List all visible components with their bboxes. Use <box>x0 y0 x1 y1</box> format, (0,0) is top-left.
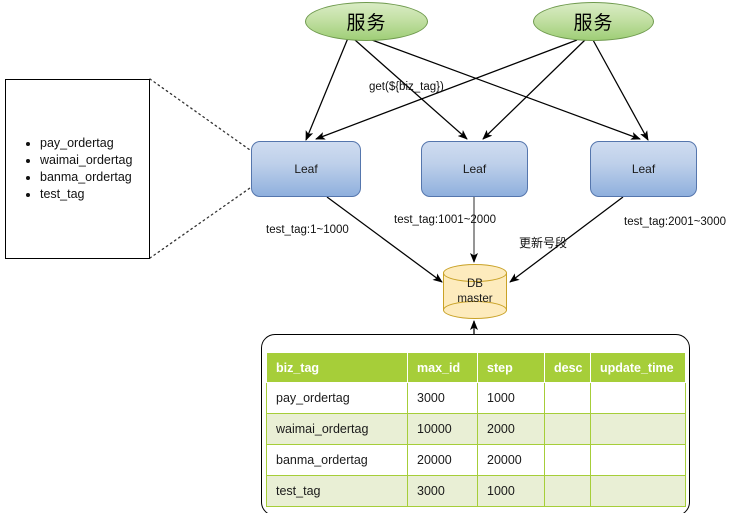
edge-label-get-call: get(${biz_tag}) <box>369 81 444 93</box>
cell-max-id: 10000 <box>407 413 478 445</box>
biz-tag-list-box: pay_ordertag waimai_ordertag banma_order… <box>5 79 150 259</box>
leaf-node-3-label: Leaf <box>631 162 656 176</box>
service-node-2-label: 服务 <box>573 13 614 34</box>
cell-desc <box>544 444 591 476</box>
table-header-update-time[interactable]: update_time <box>590 352 686 383</box>
edge-service2-leaf3 <box>592 39 649 141</box>
leaf-alloc-table: biz_tag max_id step desc update_time pay… <box>266 352 686 507</box>
db-label-line1: DB <box>467 278 483 291</box>
callout-line-bottom <box>149 187 251 259</box>
table-row[interactable]: banma_ordertag 20000 20000 <box>266 444 686 476</box>
list-item: test_tag <box>40 186 132 203</box>
cell-step: 20000 <box>477 444 545 476</box>
cell-desc <box>544 382 591 414</box>
cell-update-time <box>590 475 686 507</box>
table-header-step[interactable]: step <box>477 352 545 383</box>
edge-label-update-segment: 更新号段 <box>519 236 568 250</box>
cell-biz-tag: pay_ordertag <box>266 382 408 414</box>
table-row[interactable]: pay_ordertag 3000 1000 <box>266 382 686 414</box>
cell-step: 1000 <box>477 475 545 507</box>
cell-biz-tag: banma_ordertag <box>266 444 408 476</box>
edge-label-segment-mid: test_tag:1001~2000 <box>394 214 496 226</box>
cell-biz-tag: waimai_ordertag <box>266 413 408 445</box>
table-header-row: biz_tag max_id step desc update_time <box>266 352 686 383</box>
edge-label-segment-left: test_tag:1~1000 <box>266 224 349 236</box>
service-node-1[interactable]: 服务 <box>305 2 428 41</box>
cell-update-time <box>590 382 686 414</box>
cell-step: 1000 <box>477 382 545 414</box>
edge-leaf1-db <box>326 196 443 283</box>
leaf-node-2[interactable]: Leaf <box>421 141 528 197</box>
db-master-node[interactable]: DB master <box>443 264 507 319</box>
table-header-desc[interactable]: desc <box>544 352 591 383</box>
list-item: pay_ordertag <box>40 135 132 152</box>
service-node-2[interactable]: 服务 <box>533 2 654 41</box>
cell-desc <box>544 475 591 507</box>
cell-update-time <box>590 413 686 445</box>
edge-service2-leaf2 <box>482 39 586 140</box>
service-node-1-label: 服务 <box>346 13 387 34</box>
biz-tag-list: pay_ordertag waimai_ordertag banma_order… <box>6 135 132 204</box>
cell-max-id: 3000 <box>407 475 478 507</box>
db-master-label: DB master <box>443 264 507 319</box>
table-header-max-id[interactable]: max_id <box>407 352 478 383</box>
table-header-biz-tag[interactable]: biz_tag <box>266 352 408 383</box>
cell-biz-tag: test_tag <box>266 475 408 507</box>
list-item: waimai_ordertag <box>40 152 132 169</box>
cell-desc <box>544 413 591 445</box>
cell-step: 2000 <box>477 413 545 445</box>
callout-line-top <box>149 78 251 151</box>
db-cylinder-top <box>443 264 507 282</box>
db-label-line2: master <box>457 292 493 305</box>
edge-service2-leaf1 <box>315 39 578 140</box>
leaf-node-3[interactable]: Leaf <box>590 141 697 197</box>
leaf-node-2-label: Leaf <box>462 162 487 176</box>
cell-max-id: 3000 <box>407 382 478 414</box>
cell-update-time <box>590 444 686 476</box>
cell-max-id: 20000 <box>407 444 478 476</box>
edge-service1-leaf1 <box>305 37 349 141</box>
list-item: banma_ordertag <box>40 169 132 186</box>
leaf-node-1[interactable]: Leaf <box>251 141 361 197</box>
edge-label-segment-right: test_tag:2001~3000 <box>624 216 726 228</box>
db-cylinder-bottom <box>443 301 507 319</box>
leaf-node-1-label: Leaf <box>294 162 318 176</box>
table-row[interactable]: waimai_ordertag 10000 2000 <box>266 413 686 445</box>
table-row[interactable]: test_tag 3000 1000 <box>266 475 686 507</box>
